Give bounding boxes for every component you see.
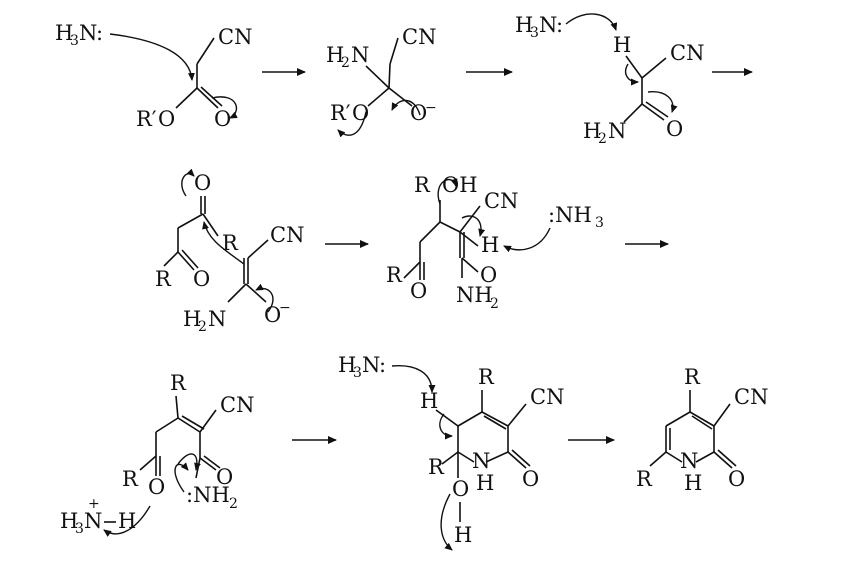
svg-text:N: N [608, 119, 626, 143]
ammonia-h: H [55, 21, 73, 45]
svg-text:2: 2 [341, 55, 350, 71]
svg-text:O: O [522, 467, 539, 491]
svg-text:R: R [170, 371, 187, 395]
svg-text:H: H [454, 523, 472, 547]
svg-text:O: O [264, 303, 281, 327]
svg-text:O: O [158, 107, 175, 131]
svg-text:2: 2 [198, 319, 207, 335]
svg-text:N: N [208, 307, 226, 331]
svg-text:H: H [420, 389, 438, 413]
svg-text:H: H [515, 13, 533, 37]
svg-text:CN: CN [530, 385, 564, 409]
svg-text:2: 2 [490, 296, 499, 312]
svg-text:O: O [728, 467, 745, 491]
svg-text:R: R [428, 455, 445, 479]
svg-text:H: H [326, 43, 344, 67]
svg-text:3: 3 [353, 365, 362, 381]
svg-text:O: O [452, 477, 469, 501]
svg-text:H: H [613, 33, 631, 57]
svg-text:N: N [351, 43, 369, 67]
svg-text:3: 3 [530, 25, 539, 41]
step2-tetrahedral-intermediate: H 2 N CN R′ O O − [326, 25, 437, 138]
svg-text:N: N [539, 13, 557, 37]
svg-text:O: O [352, 101, 369, 125]
svg-text:O: O [193, 267, 210, 291]
svg-text:2: 2 [598, 131, 607, 147]
step7-dihydropyridone: H 3 N : R CN H N H O R O H [338, 353, 564, 551]
svg-text:H: H [583, 119, 601, 143]
svg-text:O: O [480, 263, 497, 287]
nitrile-label: CN [218, 25, 252, 49]
step1-ammonia-attack: H 3 N : CN R′ O O [55, 21, 252, 131]
svg-text::: : [96, 21, 103, 45]
step8-pyridone-product: R CN N H O R [636, 365, 768, 495]
svg-text:O: O [666, 117, 683, 141]
svg-text:O: O [410, 279, 427, 303]
svg-text:−: − [425, 100, 437, 116]
svg-text:R: R [636, 467, 653, 491]
svg-text::: : [379, 353, 386, 377]
step5-adduct: R OH CN H O R O NH 2 :NH 3 [386, 173, 604, 312]
carbonyl-oxygen: O [214, 107, 231, 131]
svg-text::NH: :NH [186, 483, 230, 507]
svg-text:+: + [88, 496, 100, 512]
ester-r-prime: R′ [136, 107, 157, 131]
svg-text:OH: OH [442, 173, 478, 197]
svg-text:CN: CN [402, 25, 436, 49]
svg-text:CN: CN [484, 189, 518, 213]
svg-text:R: R [222, 231, 239, 255]
step3-cyanoacetamide: H 3 N : H CN H 2 N O [515, 13, 704, 147]
svg-text:R: R [155, 267, 172, 291]
svg-text:R: R [386, 263, 403, 287]
svg-text:R: R [122, 467, 139, 491]
svg-text:H: H [118, 509, 136, 533]
svg-text:N: N [472, 449, 490, 473]
svg-text:3: 3 [70, 33, 79, 49]
svg-text:NH: NH [456, 283, 493, 307]
svg-text:N: N [680, 449, 698, 473]
svg-text::: : [556, 13, 563, 37]
svg-text:O: O [194, 171, 211, 195]
svg-text:−: − [279, 300, 291, 316]
svg-text:CN: CN [270, 223, 304, 247]
svg-text:R: R [414, 173, 431, 197]
svg-text:N: N [84, 509, 102, 533]
svg-text:CN: CN [670, 41, 704, 65]
svg-text:H: H [481, 233, 499, 257]
svg-text:CN: CN [220, 393, 254, 417]
svg-text:R: R [478, 365, 495, 389]
svg-text:3: 3 [75, 521, 84, 537]
svg-text:N: N [79, 21, 97, 45]
svg-text:H: H [476, 471, 494, 495]
svg-text::NH: :NH [548, 203, 592, 227]
svg-text:R′: R′ [330, 101, 351, 125]
carbonyl-arrow [211, 96, 238, 119]
svg-text:H: H [338, 353, 356, 377]
svg-text:O: O [148, 475, 165, 499]
svg-text:CN: CN [734, 385, 768, 409]
step4-michael-addition: O R R O CN H 2 N O − [155, 168, 304, 335]
svg-text:3: 3 [595, 215, 604, 231]
step6-cyclization: R CN R O O :NH 2 H 3 N + H [60, 371, 254, 537]
svg-text:N: N [362, 353, 380, 377]
attack-arrow [109, 33, 195, 81]
svg-text:R: R [684, 365, 701, 389]
svg-text:H: H [183, 307, 201, 331]
svg-text:O: O [216, 465, 233, 489]
svg-text:H: H [60, 509, 78, 533]
svg-text:H: H [684, 471, 702, 495]
svg-text:2: 2 [229, 496, 238, 512]
